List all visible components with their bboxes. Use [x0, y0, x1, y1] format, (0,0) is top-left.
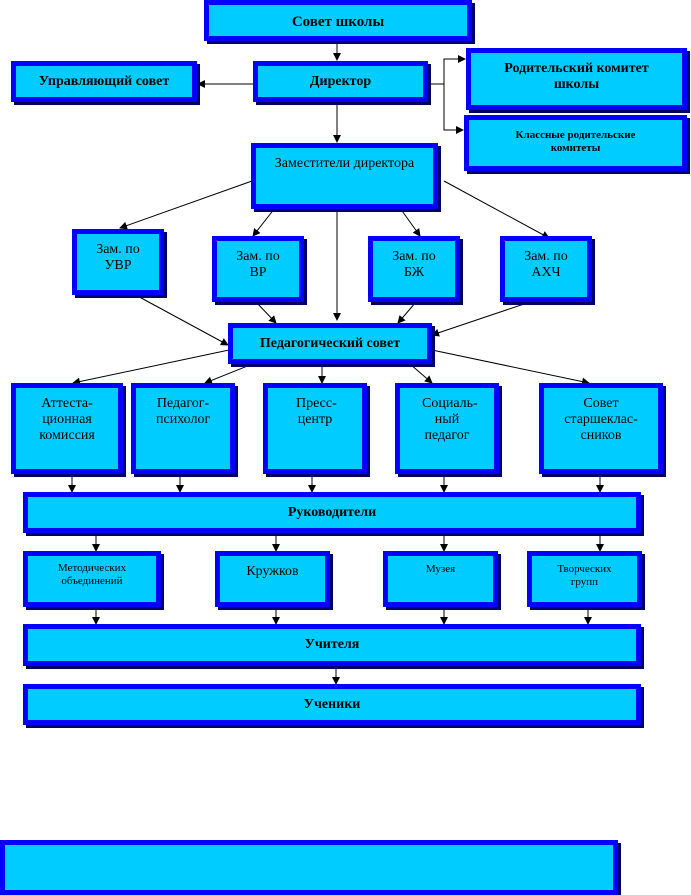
deputy-ahch-label: Зам. по АХЧ: [524, 249, 568, 281]
social-pedagogue-label: Социаль-ный педагог: [422, 396, 478, 444]
arrow-uvr-pedcouncil: [131, 292, 229, 346]
arrow-pedcouncil-psych: [204, 360, 261, 385]
teachers-node: Учителя: [23, 624, 641, 666]
empty-bar-node: [0, 840, 618, 895]
arrow-bzh-pedcouncil: [397, 301, 417, 324]
psychologist-label: Педагог-психолог: [156, 396, 211, 428]
class-committees-node: Классные родительские комитеты: [464, 115, 687, 171]
creative-groups-node: Творческих групп: [527, 551, 642, 607]
director-node: Директор: [253, 61, 428, 102]
arrow-vr-pedcouncil: [255, 301, 277, 324]
line-director-class-committees: [443, 84, 464, 134]
deputy-uvr-label: Зам. по УВР: [96, 242, 140, 274]
arrow-deputies-vr: [252, 207, 276, 237]
ped-council-label: Педагогический совет: [259, 336, 401, 351]
methodic-label: Методических объединений: [57, 562, 127, 587]
school-council-label: Совет школы: [291, 14, 385, 30]
line-director-parents: [428, 55, 466, 85]
clubs-node: Кружков: [215, 551, 330, 607]
creative-groups-label: Творческих групп: [557, 563, 612, 588]
parent-committee-node: Родительский комитет школы: [466, 48, 687, 110]
press-center-node: Пресс-центр: [263, 383, 367, 474]
director-label: Директор: [309, 74, 372, 89]
senior-council-node: Совет старшеклас-сников: [539, 383, 663, 474]
deputies-node: Заместители директора: [251, 143, 438, 209]
arrow-pedcouncil-social: [409, 363, 433, 384]
leaders-node: Руководители: [23, 492, 641, 533]
deputy-uvr-node: Зам. по УВР: [72, 229, 164, 295]
school-council-node: Совет школы: [204, 0, 472, 41]
parent-committee-label: Родительский комитет школы: [504, 61, 649, 93]
arrow-deputies-uvr: [119, 180, 253, 230]
arrow-ahch-pedcouncil: [431, 301, 531, 337]
social-pedagogue-node: Социаль-ный педагог: [395, 383, 499, 474]
psychologist-node: Педагог-психолог: [131, 383, 235, 474]
deputy-ahch-node: Зам. по АХЧ: [500, 236, 592, 302]
governing-board-node: Управляющий совет: [11, 61, 197, 102]
museum-label: Музея: [425, 563, 456, 575]
deputy-vr-node: Зам. по ВР: [212, 236, 304, 302]
deputy-vr-label: Зам. по ВР: [236, 249, 280, 281]
methodic-node: Методических объединений: [23, 551, 161, 607]
press-center-label: Пресс-центр: [296, 396, 337, 428]
clubs-label: Кружков: [246, 564, 299, 579]
arrow-pedcouncil-seniors: [431, 349, 590, 386]
teachers-label: Учителя: [304, 637, 360, 652]
deputy-bzh-node: Зам. по БЖ: [368, 236, 460, 302]
arrow-deputies-ahch: [443, 180, 550, 239]
students-node: Ученики: [23, 684, 641, 725]
deputies-label: Заместители директора: [274, 156, 415, 171]
arrow-deputies-bzh: [399, 207, 421, 237]
deputy-bzh-label: Зам. по БЖ: [392, 249, 436, 281]
governing-board-label: Управляющий совет: [38, 74, 170, 89]
museum-node: Музея: [383, 551, 498, 607]
ped-council-node: Педагогический совет: [228, 323, 432, 364]
arrow-pedcouncil-attest: [72, 349, 230, 386]
leaders-label: Руководители: [287, 505, 377, 520]
senior-council-label: Совет старшеклас-сников: [564, 396, 638, 444]
attestation-label: Аттеста-ционная комиссия: [39, 396, 95, 444]
students-label: Ученики: [303, 697, 361, 712]
class-committees-label: Классные родительские комитеты: [515, 129, 636, 154]
attestation-node: Аттеста-ционная комиссия: [11, 383, 123, 474]
